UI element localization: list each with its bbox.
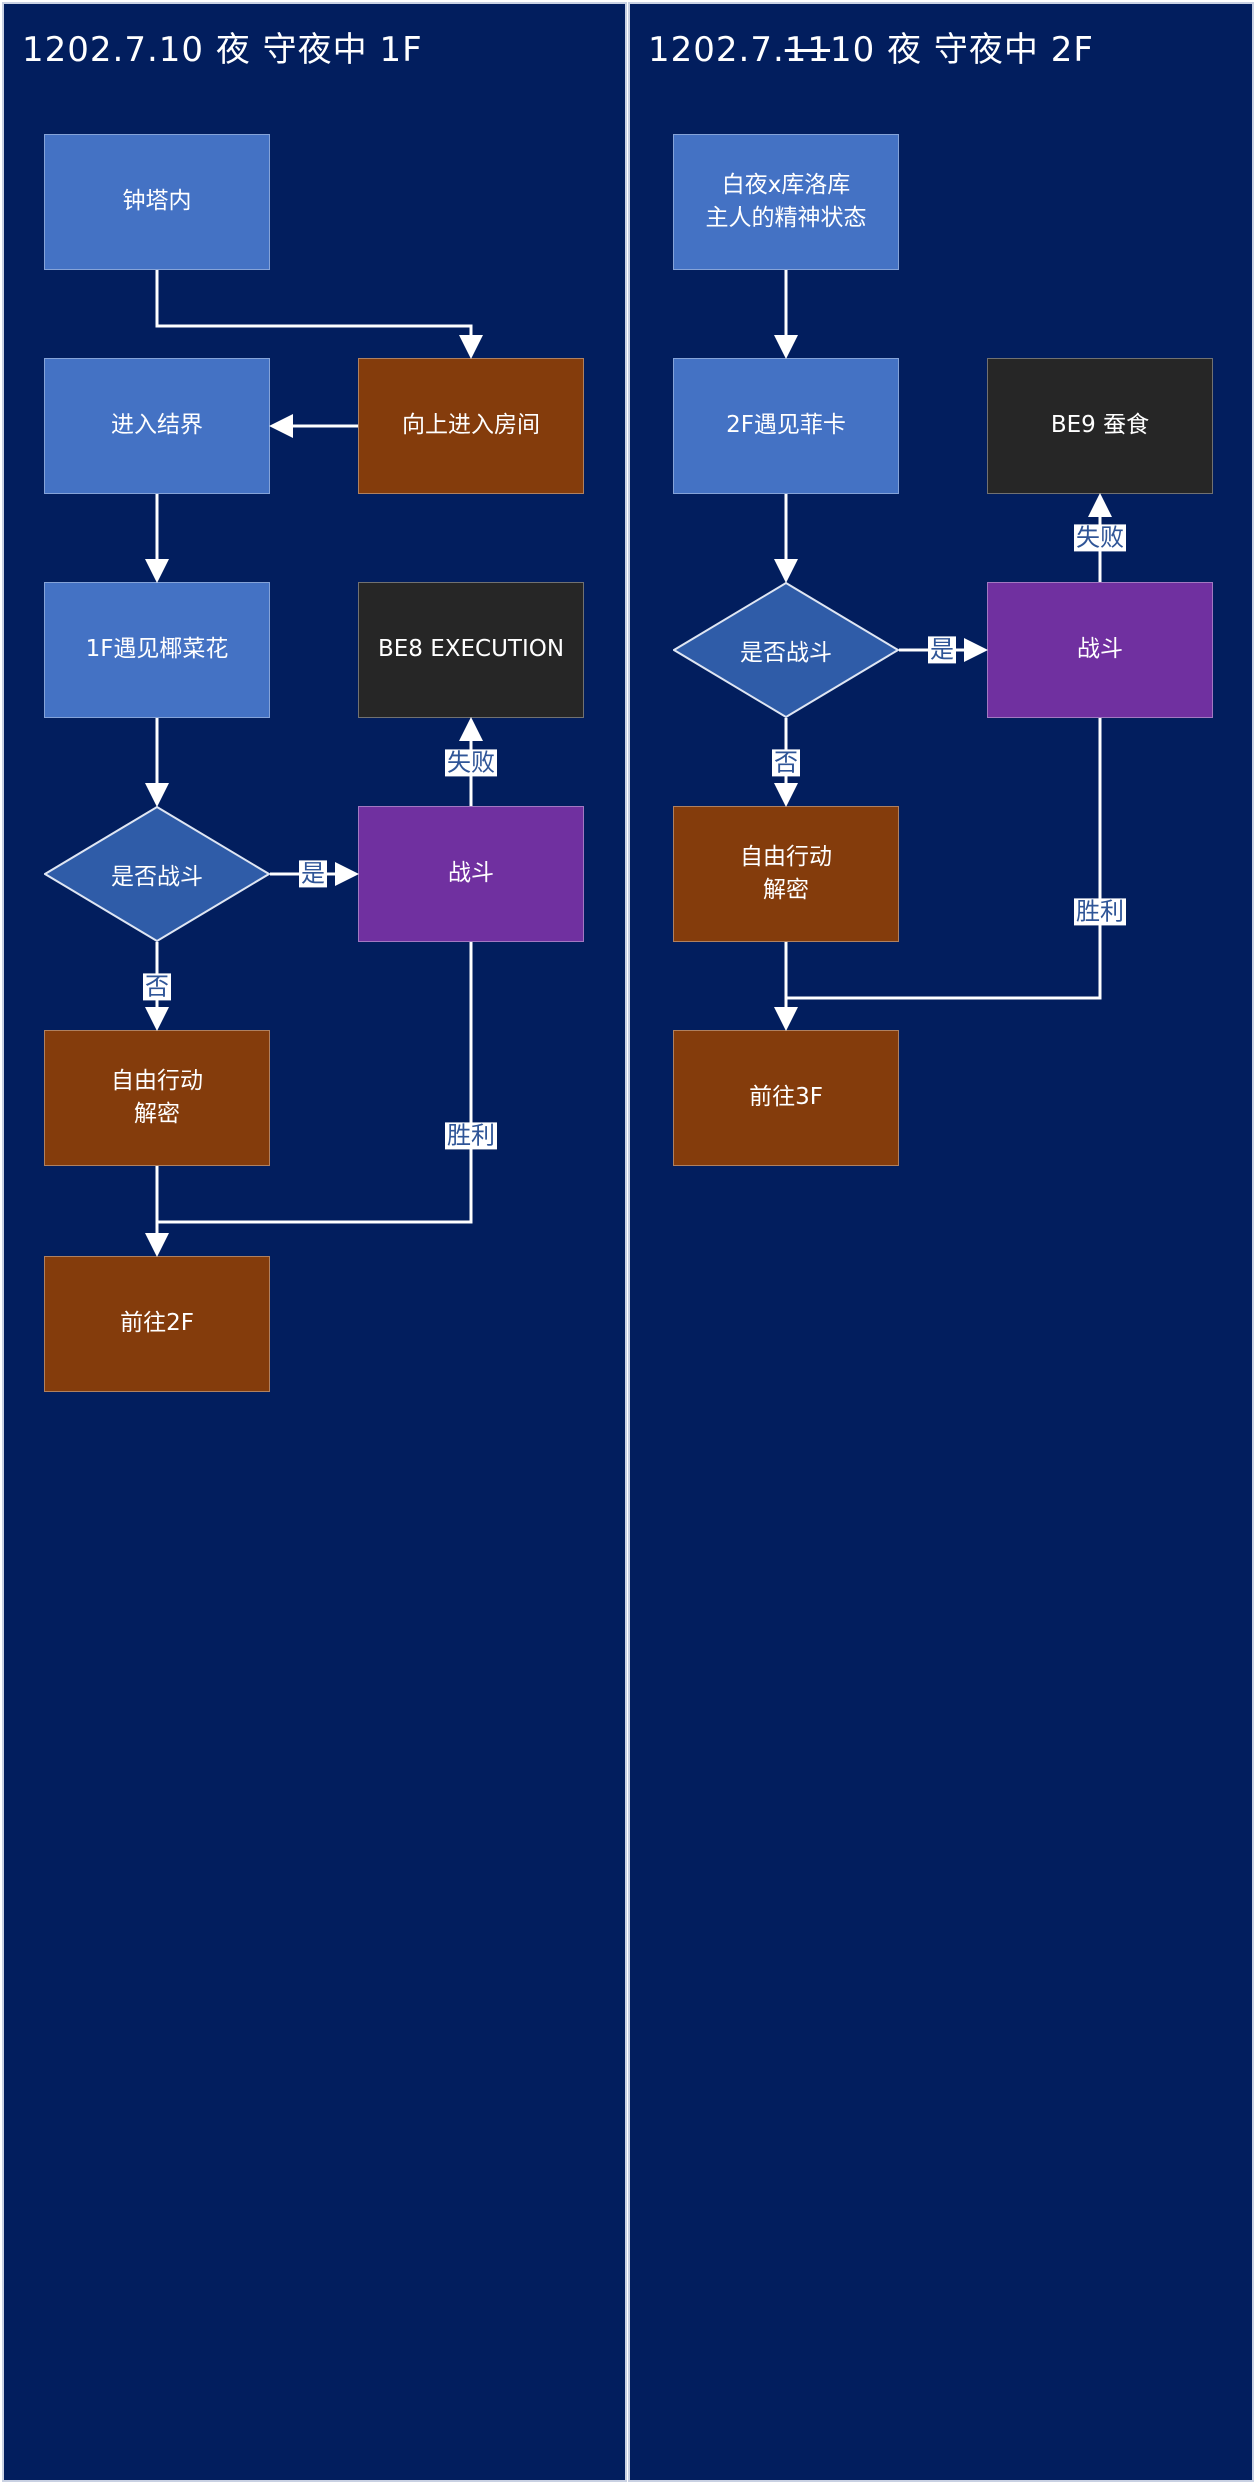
- node-meet-1f: 1F遇见椰菜花: [44, 582, 270, 718]
- decision-label: 是否战斗: [111, 864, 203, 890]
- decision-diamond-shape: [44, 806, 270, 942]
- decision-battle-1f: 是否战斗: [44, 806, 270, 942]
- decision-battle-2f: 是否战斗: [673, 582, 899, 718]
- node-meet-2f: 2F遇见菲卡: [673, 358, 899, 494]
- node-battle-2f: 战斗: [987, 582, 1213, 718]
- edge-label-no-2f: 否: [772, 748, 800, 777]
- edge-label-fail-2f: 失败: [1074, 523, 1126, 552]
- node-enter-barrier: 进入结界: [44, 358, 270, 494]
- lane-title-suffix: 10 夜 守夜中 2F: [830, 30, 1094, 70]
- edge-label-win-1f: 胜利: [445, 1121, 497, 1150]
- lane-title-text: 1202.7.10 夜 守夜中 1F: [22, 30, 423, 70]
- node-free-action-1f: 自由行动 解密: [44, 1030, 270, 1166]
- lane-title-1f: 1202.7.10 夜 守夜中 1F: [22, 22, 423, 71]
- node-goto-2f: 前往2F: [44, 1256, 270, 1392]
- node-go-up-room: 向上进入房间: [358, 358, 584, 494]
- edge-label-no-1f: 否: [143, 972, 171, 1001]
- lane-title-2f: 1202.7.1110 夜 守夜中 2F: [648, 22, 1094, 71]
- node-free-action-2f: 自由行动 解密: [673, 806, 899, 942]
- node-goto-3f: 前往3F: [673, 1030, 899, 1166]
- node-battle-1f: 战斗: [358, 806, 584, 942]
- edge-label-yes-2f: 是: [928, 635, 956, 664]
- edge-label-fail-1f: 失败: [445, 748, 497, 777]
- node-mental-state: 白夜x库洛库 主人的精神状态: [673, 134, 899, 270]
- decision-label: 是否战斗: [740, 640, 832, 666]
- lane-title-prefix: 1202.7.: [648, 30, 785, 70]
- node-clock-tower: 钟塔内: [44, 134, 270, 270]
- decision-diamond-shape: [673, 582, 899, 718]
- lane-title-struck-day: 11: [784, 30, 831, 70]
- edge-label-yes-1f: 是: [299, 859, 327, 888]
- node-be8: BE8 EXECUTION: [358, 582, 584, 718]
- node-be9: BE9 蚕食: [987, 358, 1213, 494]
- edge-label-win-2f: 胜利: [1074, 897, 1126, 926]
